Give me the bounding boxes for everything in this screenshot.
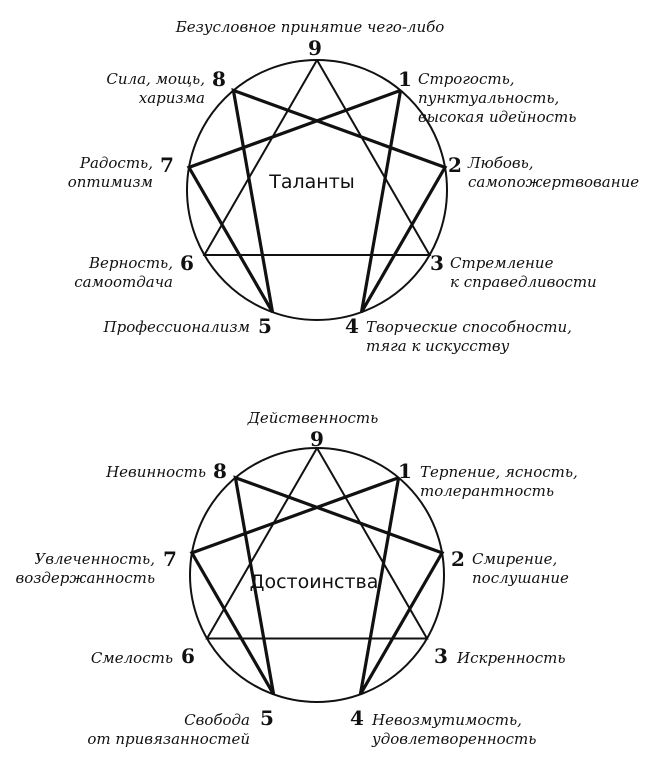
point-number-1: 1 [398, 459, 412, 483]
point-number-2: 2 [448, 153, 462, 177]
point-number-3: 3 [434, 644, 448, 668]
point-number-9: 9 [308, 36, 322, 60]
triangle-lines [202, 59, 432, 256]
center-label: Таланты [268, 171, 355, 193]
point-number-2: 2 [451, 547, 465, 571]
point-label-2: Смирение,послушание [472, 550, 569, 587]
point-number-4: 4 [345, 314, 359, 338]
point-number-3: 3 [430, 251, 444, 275]
point-number-6: 6 [180, 251, 194, 275]
point-label-9: Безусловное принятие чего-либо [175, 18, 445, 36]
point-label-4: Творческие способности,тяга к искусству [366, 318, 572, 355]
triangle-lines [205, 447, 429, 640]
point-number-7: 7 [160, 153, 174, 177]
point-number-6: 6 [181, 644, 195, 668]
point-number-5: 5 [258, 314, 272, 338]
point-number-7: 7 [163, 547, 177, 571]
point-number-5: 5 [260, 706, 274, 730]
point-label-8: Невинность [105, 463, 206, 481]
point-label-6: Верность,самоотдача [74, 254, 173, 291]
point-label-4: Невозмутимость,удовлетворенность [371, 711, 536, 748]
point-label-8: Сила, мощь,харизма [106, 70, 205, 107]
point-label-7: Увлеченность,воздержанность [15, 550, 155, 587]
point-label-1: Строгость,пунктуальность,высокая идейнос… [418, 70, 576, 126]
point-label-1: Терпение, ясность,толерантность [420, 463, 578, 500]
point-label-6: Смелость [91, 649, 173, 667]
point-label-9: Действенность [247, 409, 379, 427]
point-number-1: 1 [398, 67, 412, 91]
point-number-8: 8 [213, 459, 227, 483]
center-label: Достоинства [250, 571, 379, 593]
point-label-5: Профессионализм [103, 318, 250, 336]
hexad-lines [189, 475, 445, 696]
hexad-lines [186, 87, 448, 313]
point-number-4: 4 [350, 706, 364, 730]
point-label-7: Радость,оптимизм [68, 154, 153, 191]
point-number-8: 8 [212, 67, 226, 91]
point-label-3: Искренность [456, 649, 566, 667]
point-label-2: Любовь,самопожертвование [467, 154, 639, 191]
point-number-9: 9 [310, 427, 324, 451]
